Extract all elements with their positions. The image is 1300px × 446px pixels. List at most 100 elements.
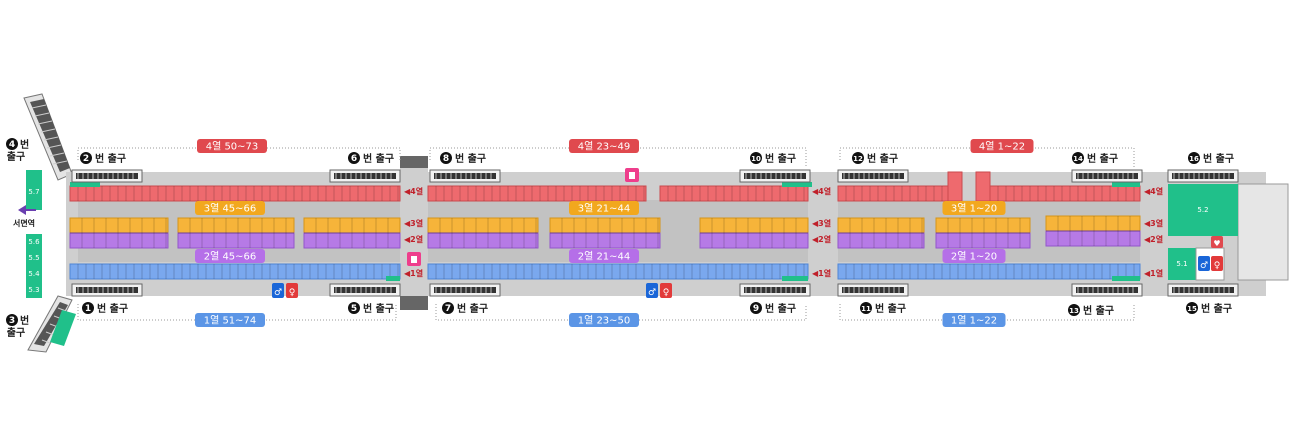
exit-text: 번 출구 (765, 152, 796, 165)
escalator[interactable] (739, 283, 811, 297)
svg-text:♀: ♀ (289, 288, 296, 298)
row-pill-label: 3열 45~66 (204, 203, 257, 215)
row-3-block-e[interactable] (549, 217, 661, 234)
restroom-icon[interactable]: ♂ ♀ (1198, 256, 1223, 271)
row-2-block-b[interactable] (177, 232, 295, 249)
row-2-block-g[interactable] (837, 232, 925, 249)
row-3-block-g[interactable] (837, 217, 925, 234)
row-3-block-b[interactable] (177, 217, 295, 234)
row-3-block-h[interactable] (935, 217, 1031, 234)
restroom-icon[interactable]: ♂ ♀ (272, 283, 298, 298)
exit-text: 번 출구 (1087, 152, 1118, 165)
row-1-block-c[interactable] (837, 263, 1141, 280)
escalator[interactable] (71, 169, 143, 183)
cross-corridor-1 (400, 166, 428, 310)
exit-number: 14 (1073, 155, 1083, 163)
exit-text: 번 출구 (1083, 304, 1114, 317)
row-2-block-h[interactable] (935, 232, 1031, 249)
row-2-block-d[interactable] (427, 232, 539, 249)
exit-text: 번 출구 (1203, 152, 1234, 165)
shopping-bag-icon[interactable] (407, 252, 421, 266)
stall-5-7[interactable] (26, 170, 42, 210)
row-3-block-i[interactable] (1045, 215, 1141, 232)
row-1-stalls (69, 263, 1141, 280)
stalls-5-3-to-5-6[interactable] (26, 234, 42, 298)
row-pill-row2-c: 2열 1~20 (942, 249, 1006, 263)
row-4-block-b[interactable] (427, 185, 647, 202)
row-2-block-e[interactable] (549, 232, 661, 249)
escalator[interactable] (837, 283, 909, 297)
exit-4-stairs[interactable] (23, 93, 73, 181)
exit-text: 번 출구 (867, 152, 898, 165)
row-marker-r1: ◀1열 (404, 268, 423, 278)
row-marker-r2: ◀2열 (1144, 234, 1163, 244)
first-aid-heart-icon[interactable]: ♥ (1211, 236, 1223, 248)
svg-text:♥: ♥ (1213, 239, 1220, 248)
stall-5-2[interactable] (1168, 184, 1238, 236)
svg-text:♀: ♀ (1214, 261, 1221, 271)
exit-number-badge (82, 302, 94, 314)
row-2-block-c[interactable] (303, 232, 401, 249)
stall-5-1[interactable] (1168, 248, 1196, 280)
row-4-block-c[interactable] (659, 185, 809, 202)
escalator[interactable] (1071, 169, 1143, 183)
row-pill-label: 1열 23~50 (578, 315, 631, 327)
shopping-bag-icon[interactable] (625, 168, 639, 182)
exit-14-label[interactable]: 14 번 출구 (1072, 152, 1118, 165)
exit-text: 출구 (7, 326, 25, 339)
escalator[interactable] (329, 169, 401, 183)
svg-text:♀: ♀ (663, 288, 670, 298)
exit-3-stairs[interactable] (27, 295, 76, 353)
row-4-block-e[interactable] (989, 185, 1141, 202)
row-marker-r1: ◀1열 (1144, 268, 1163, 278)
escalator[interactable] (71, 283, 143, 297)
escalator[interactable] (1167, 169, 1239, 183)
escalator[interactable] (429, 283, 501, 297)
stall-5-3-label: 5.3 (28, 286, 39, 294)
row-3-block-d[interactable] (427, 217, 539, 234)
escalator[interactable] (739, 169, 811, 183)
exit-number-badge (6, 314, 18, 326)
row-1-block-a[interactable] (69, 263, 401, 280)
restroom-icon[interactable]: ♂ ♀ (646, 283, 672, 298)
row-pill-label: 2열 21~44 (578, 251, 631, 263)
exit-number-badge (860, 302, 872, 314)
row-pill-row4-c: 4열 1~22 (970, 139, 1034, 153)
row-3-block-a[interactable] (69, 217, 169, 234)
row-pill-label: 4열 23~49 (578, 141, 631, 153)
exit-text: 번 출구 (363, 152, 394, 165)
row-2-block-f[interactable] (699, 232, 809, 249)
row-2-block-a[interactable] (69, 232, 169, 249)
escalator[interactable] (429, 169, 501, 183)
row-1-block-b[interactable] (427, 263, 809, 280)
escalator[interactable] (1167, 283, 1239, 297)
escalator[interactable] (1071, 283, 1143, 297)
escalator[interactable] (837, 169, 909, 183)
exit-text: 번 출구 (1201, 302, 1232, 315)
escalator[interactable] (329, 283, 401, 297)
row-3-stalls (69, 215, 1141, 234)
station-direction[interactable]: 서면역 (13, 205, 36, 228)
corridor-stairs (400, 156, 428, 310)
row-2-block-i[interactable] (1045, 230, 1141, 247)
row-3-block-f[interactable] (699, 217, 809, 234)
green-accents: 5.2 5.1 (70, 182, 1238, 281)
row-pill-row2-a: 2열 45~66 (195, 249, 265, 263)
row-pill-label: 1열 1~22 (951, 315, 997, 327)
row-pill-row3-b: 3열 21~44 (569, 201, 639, 215)
